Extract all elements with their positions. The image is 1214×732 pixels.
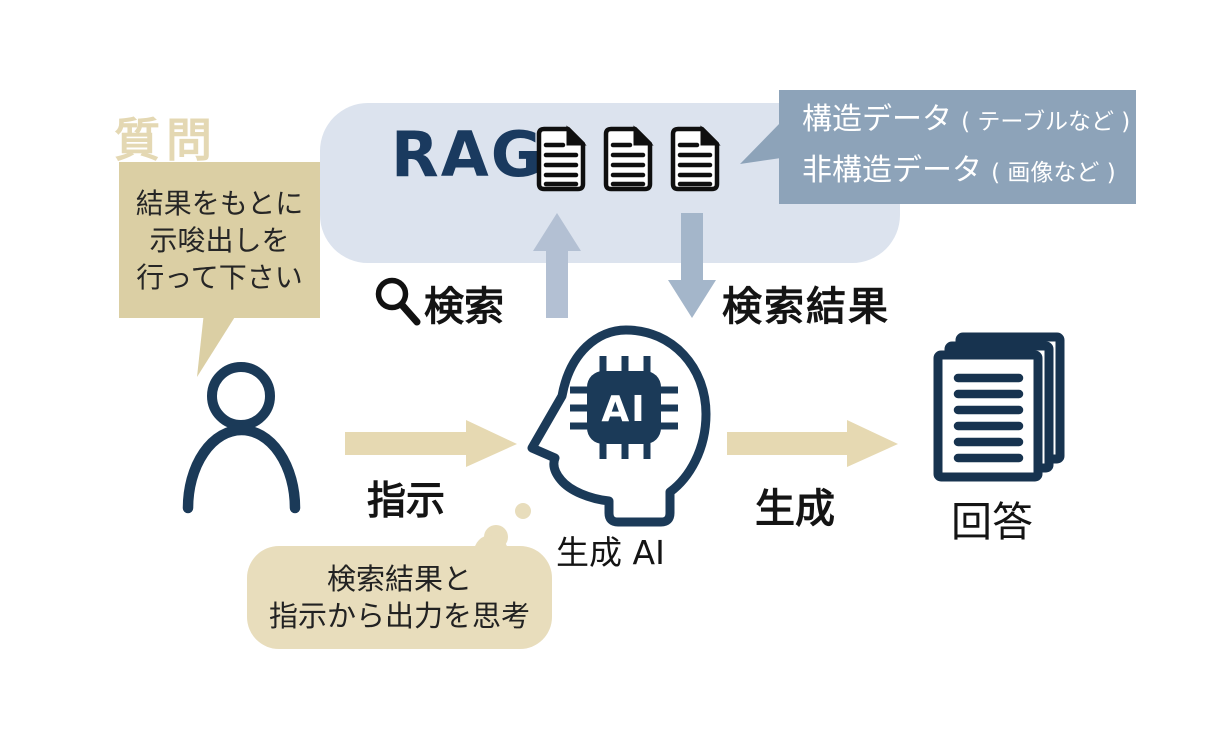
ai-chip-icon: AI <box>570 356 678 459</box>
rag-title: RAG <box>391 118 544 191</box>
structured-data-example: ( テーブルなど ) <box>961 109 1131 135</box>
instruct-arrow <box>345 420 517 467</box>
thought-bubble-line2: 指示から出力を思考 <box>268 598 530 633</box>
question-tag-label: 質問 <box>114 113 218 167</box>
callout-line-unstructured: 非構造データ ( 画像など ) <box>802 147 1136 198</box>
question-speech-bubble: 結果をもとに 示唆出しを 行って下さい <box>119 162 320 318</box>
ai-chip-label: AI <box>601 389 646 430</box>
person-icon <box>182 362 301 514</box>
answer-caption: 回答 <box>951 498 1033 546</box>
unstructured-data-example: ( 画像など ) <box>991 160 1116 186</box>
generative-ai-caption: 生成 AI <box>556 533 665 572</box>
question-bubble-line1: 結果をもとに <box>135 186 304 220</box>
generative-ai-head-icon: AI <box>527 325 711 527</box>
question-bubble-line2: 示唆出しを <box>149 223 290 257</box>
search-icon <box>375 277 421 326</box>
question-bubble-line3: 行って下さい <box>136 260 303 294</box>
search-result-label: 検索結果 <box>722 284 890 330</box>
thought-bubble: 検索結果と 指示から出力を思考 <box>247 546 552 649</box>
answer-documents-icon <box>933 332 1065 482</box>
search-label: 検索 <box>424 284 504 330</box>
structured-data-label: 構造データ <box>802 102 952 137</box>
generate-label: 生成 <box>755 486 835 532</box>
unstructured-data-label: 非構造データ <box>802 153 982 188</box>
instruct-label: 指示 <box>367 479 446 524</box>
question-bubble-tail <box>197 312 238 377</box>
generate-arrow <box>727 420 898 467</box>
thought-bubble-line1: 検索結果と <box>326 561 472 596</box>
data-types-callout: 構造データ ( テーブルなど ) 非構造データ ( 画像など ) <box>779 90 1136 204</box>
callout-line-structured: 構造データ ( テーブルなど ) <box>802 96 1136 147</box>
